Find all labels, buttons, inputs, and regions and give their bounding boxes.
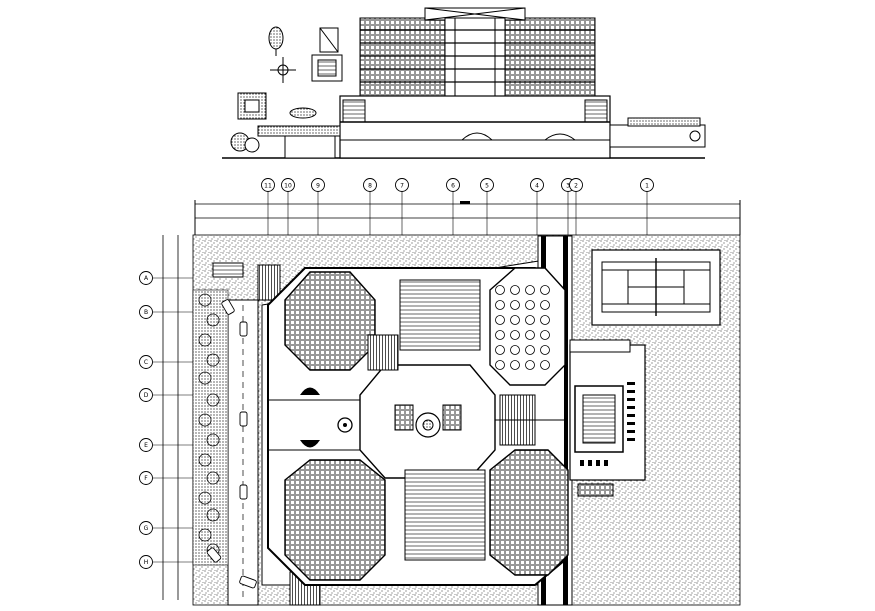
grid-bubble-top: 1 [640,178,654,236]
grid-bubble-top: 8 [363,178,377,236]
detail-symbols [237,26,343,120]
grid-bubble-top: 2 [569,178,583,236]
tree [206,471,220,485]
round-table [525,315,535,325]
grid-bubble-label: F [144,475,148,482]
grid-bubble-label: 4 [535,183,539,190]
grid-bubble-top: 7 [395,178,409,236]
round-table [525,345,535,355]
round-table [495,360,505,370]
grid-bubble-left: H [139,555,200,569]
round-table [495,285,505,295]
round-table [495,300,505,310]
grid-bubble-top: 4 [530,178,544,236]
banquet-tables [495,285,550,370]
tree [198,491,212,505]
tree [198,333,212,347]
round-table [495,345,505,355]
grid-bubble-label: G [144,525,149,532]
round-table [495,330,505,340]
grid-bubble-top: 11 [261,178,275,236]
tree [206,508,220,522]
round-table [510,360,520,370]
grid-bubble-label: 2 [574,183,578,190]
grid-bubble-label: 11 [264,183,272,190]
round-table [510,315,520,325]
round-table [525,330,535,340]
round-table [525,300,535,310]
grid-bubble-top: 10 [281,178,295,236]
grid-bubble-left: G [139,521,200,535]
tree [198,413,212,427]
tree [206,433,220,447]
round-table [525,360,535,370]
tree [198,528,212,542]
grid-bubble-left: F [139,471,200,485]
grid-bubble-top: 6 [446,178,460,236]
tree [198,453,212,467]
round-table [510,285,520,295]
grid-bubble-label: E [144,442,148,449]
tennis-court [591,249,721,326]
round-table [540,285,550,295]
round-table [495,315,505,325]
tree [206,313,220,327]
top-dimension-lines [194,200,741,235]
grid-bubble-left: A [139,271,200,285]
grid-bubble-label: A [144,275,149,282]
pool-area [569,339,646,497]
tower-floor-lines [360,29,595,83]
grid-bubble-left: C [139,355,200,369]
left-grid-axes: A B C D E F G H [139,271,200,569]
tree [206,393,220,407]
building-section-elevation [222,7,706,159]
round-table [540,315,550,325]
tree [198,371,212,385]
grid-bubble-label: 5 [485,183,489,190]
grid-bubble-top: 9 [311,178,325,236]
tree [198,293,212,307]
grid-bubble-label: 6 [451,183,455,190]
grid-bubble-top: 5 [480,178,494,236]
round-table [510,345,520,355]
grid-bubble-left: D [139,388,200,402]
grid-bubble-label: 1 [645,183,649,190]
grid-bubble-label: 8 [368,183,372,190]
tree [206,353,220,367]
grid-bubble-label: 7 [400,183,404,190]
grid-bubble-left: B [139,305,200,319]
grid-bubble-label: H [144,559,149,566]
left-dimension-lines [162,235,179,600]
grid-bubble-label: D [144,392,149,399]
round-table [510,300,520,310]
grid-bubble-label: 3 [566,183,570,190]
round-table [540,300,550,310]
round-table [540,360,550,370]
grid-bubble-label: 9 [316,183,320,190]
grid-bubble-left: E [139,438,200,452]
parked-cars [206,299,257,589]
round-table [510,330,520,340]
round-table [540,345,550,355]
building-floor-plan [267,267,569,586]
grid-bubble-label: 10 [284,183,292,190]
round-table [525,285,535,295]
grid-bubble-label: C [144,359,148,366]
grid-bubble-label: B [144,309,148,316]
round-table [540,330,550,340]
